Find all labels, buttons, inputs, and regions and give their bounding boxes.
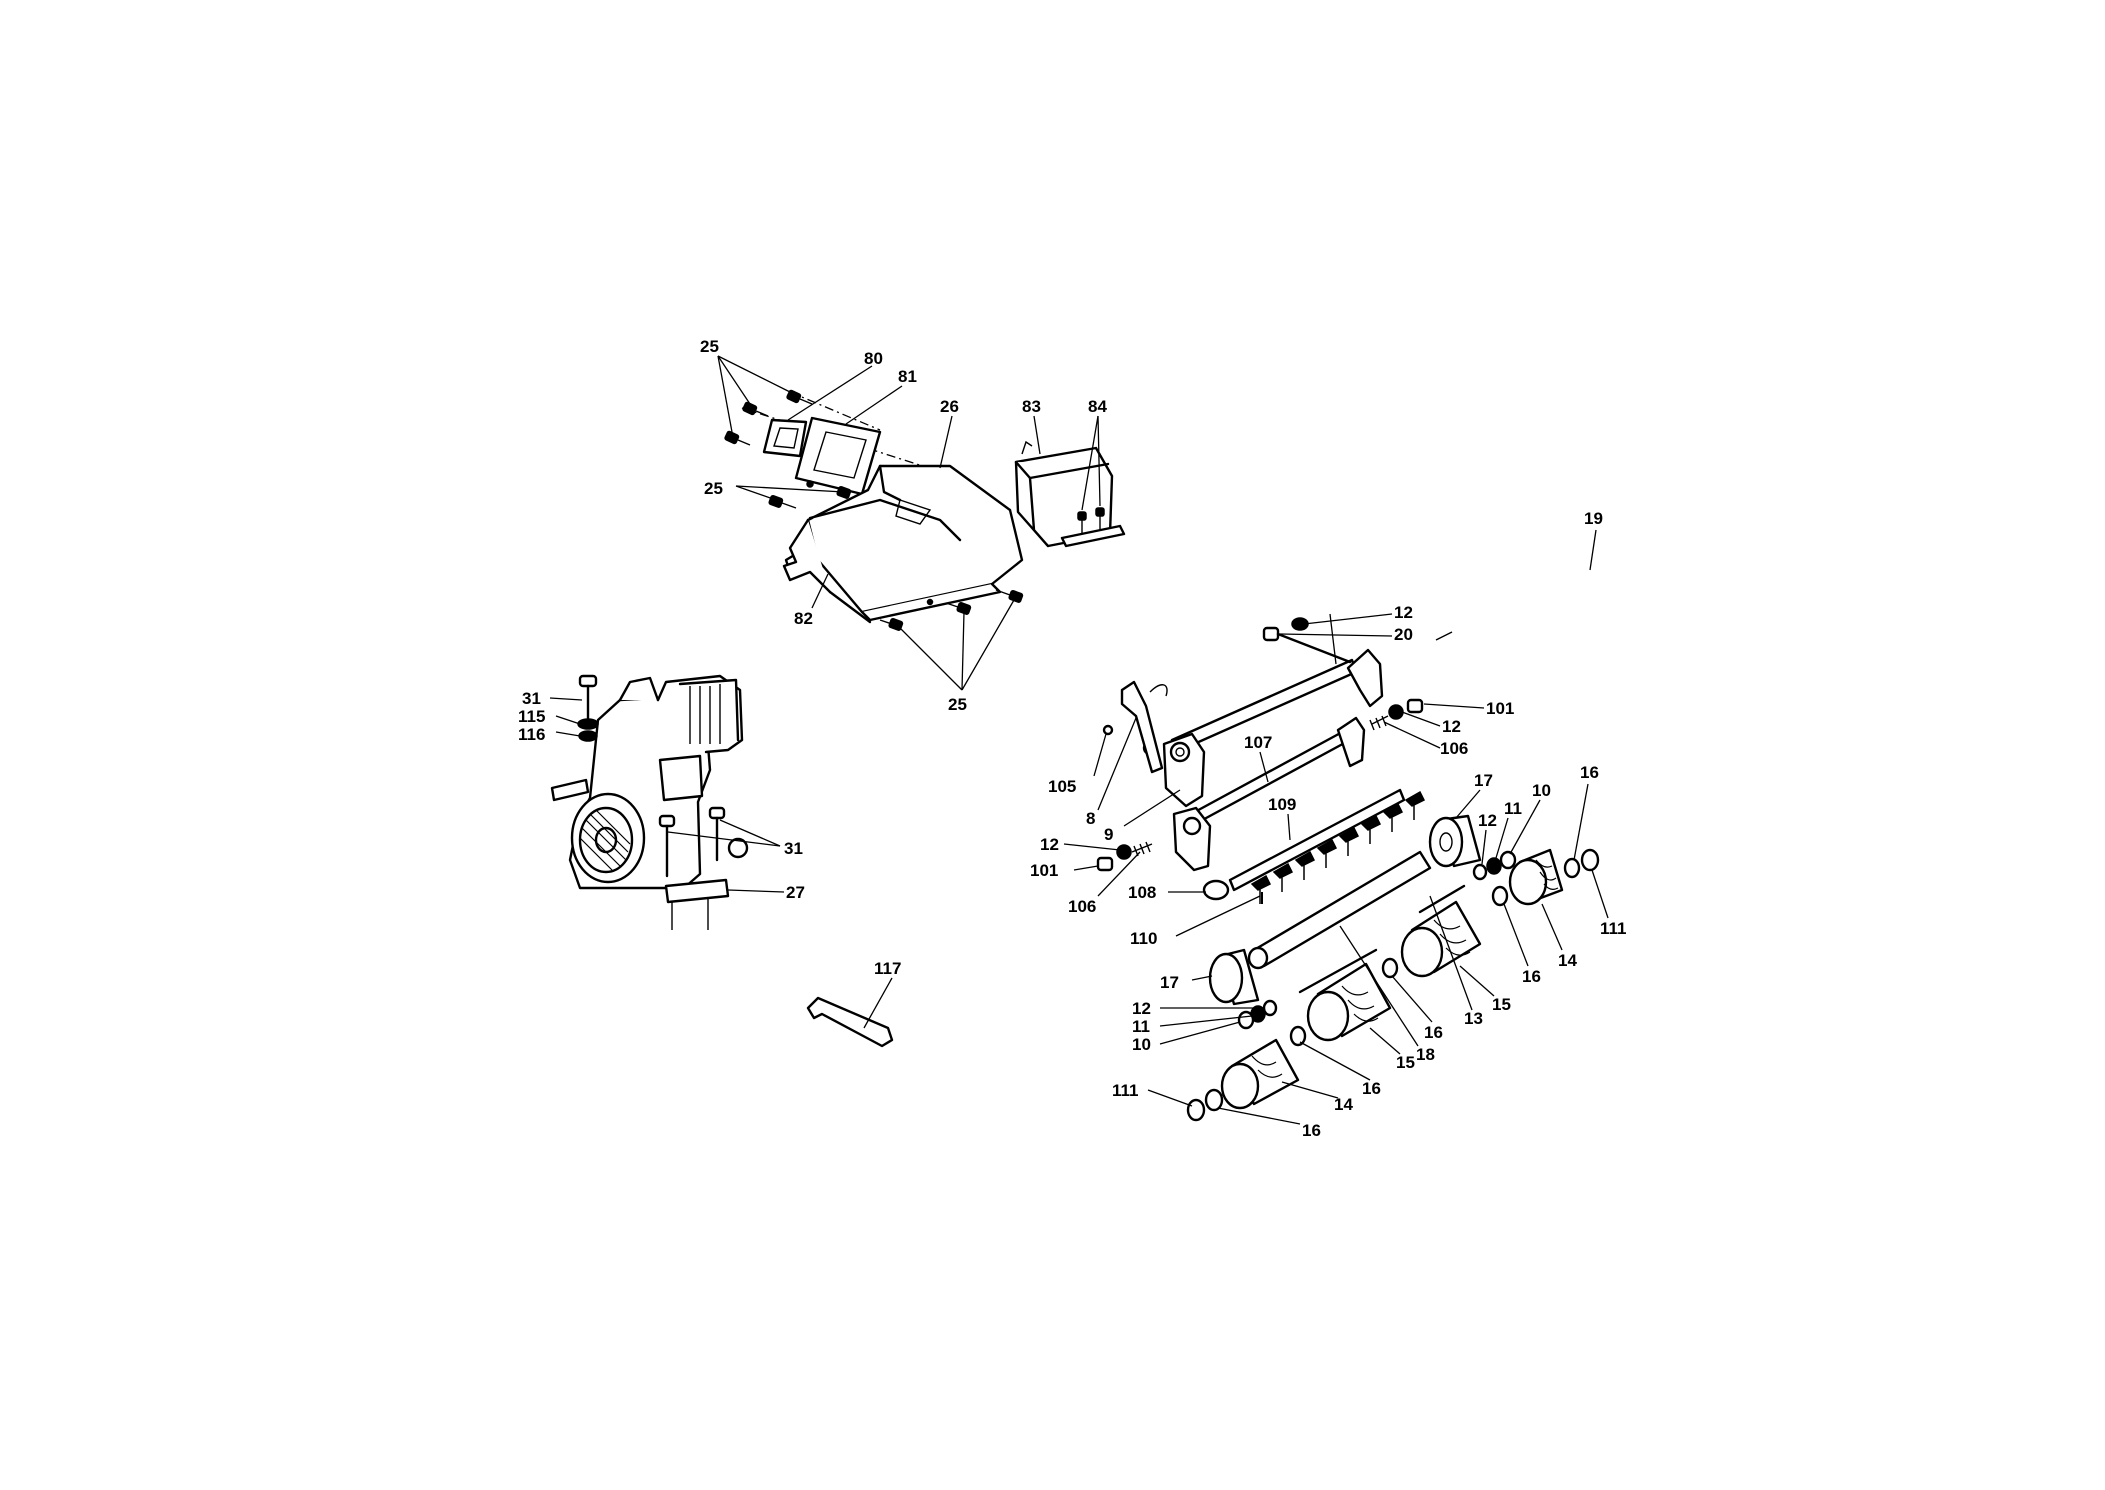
roller-14-right [1508, 848, 1564, 906]
callout-labels: 25 80 81 26 83 84 25 82 25 19 12 20 101 … [518, 337, 1627, 1140]
callout-17-right: 17 [1474, 771, 1493, 790]
callout-16-right-mid: 16 [1522, 967, 1541, 986]
plate-81 [794, 416, 882, 496]
callout-12-top: 12 [1394, 603, 1413, 622]
screw-84 [1077, 507, 1105, 534]
guard-83 [1014, 440, 1126, 548]
callout-82: 82 [794, 609, 813, 628]
tines-110 [1250, 790, 1426, 904]
threaded-rod [1298, 884, 1466, 994]
callout-10-right: 10 [1532, 781, 1551, 800]
callout-115: 115 [518, 707, 545, 726]
handle-19 [1435, 549, 1692, 681]
callout-84: 84 [1088, 397, 1107, 416]
bracket-82 [782, 518, 832, 594]
gasket-80 [762, 418, 808, 458]
callout-27: 27 [786, 883, 805, 902]
callout-18: 18 [1416, 1045, 1435, 1064]
callout-16-mid: 16 [1424, 1023, 1443, 1042]
callout-8: 8 [1086, 809, 1095, 828]
frame-assembly [1096, 617, 1600, 1122]
callout-15-left: 15 [1396, 1053, 1415, 1072]
callout-25-lower: 25 [948, 695, 967, 714]
callout-11-left: 11 [1132, 1017, 1150, 1036]
engine-assembly [550, 674, 749, 930]
callout-12-right: 12 [1442, 717, 1461, 736]
callout-15-right: 15 [1492, 995, 1511, 1014]
roller-15-left [1306, 962, 1392, 1042]
roller-14-left [1220, 1038, 1300, 1110]
callout-109: 109 [1268, 795, 1296, 814]
callout-16-bottom: 16 [1302, 1121, 1321, 1140]
cover-26 [784, 464, 1024, 624]
bolt-101-right [1369, 698, 1424, 731]
callout-83: 83 [1022, 397, 1041, 416]
callout-26: 26 [940, 397, 959, 416]
callout-25-top: 25 [700, 337, 719, 356]
callout-111-right: 111 [1600, 919, 1627, 938]
callout-20: 20 [1394, 625, 1413, 644]
callout-25-middle: 25 [704, 479, 723, 498]
bolt-25-upper [724, 389, 813, 446]
callout-110: 110 [1130, 929, 1157, 948]
callout-11-right: 11 [1504, 799, 1522, 818]
callout-116: 116 [518, 725, 545, 744]
callout-10-left: 10 [1132, 1035, 1151, 1054]
callout-80: 80 [864, 349, 883, 368]
callout-101-right: 101 [1486, 699, 1514, 718]
callout-106-left: 106 [1068, 897, 1096, 916]
bolt-31-right [658, 806, 749, 878]
callout-9: 9 [1104, 825, 1113, 844]
callout-12-left-group: 12 [1132, 999, 1151, 1018]
callout-16-left-mid: 16 [1362, 1079, 1381, 1098]
cover-assembly [724, 389, 1126, 631]
callout-14-left: 14 [1334, 1095, 1353, 1114]
callout-12-left: 12 [1040, 835, 1059, 854]
bolt-31-top [577, 674, 599, 742]
callout-101-left: 101 [1030, 861, 1058, 880]
callout-16-far-right: 16 [1580, 763, 1599, 782]
callout-14-right: 14 [1558, 951, 1577, 970]
hex-key-117 [806, 996, 894, 1048]
callout-13: 13 [1464, 1009, 1483, 1028]
callout-17-left: 17 [1160, 973, 1179, 992]
callout-111-left: 111 [1112, 1081, 1139, 1100]
callout-12-right-group: 12 [1478, 811, 1497, 830]
callout-117: 117 [874, 959, 901, 978]
callout-105: 105 [1048, 777, 1076, 796]
leader-lines [549, 355, 1609, 1125]
callout-19: 19 [1584, 509, 1603, 528]
callout-31-right: 31 [784, 839, 803, 858]
callout-106-right: 106 [1440, 739, 1468, 758]
callout-81: 81 [898, 367, 917, 386]
bolt-101-left [1096, 841, 1153, 872]
bearing-17-left [1208, 948, 1260, 1006]
bearing-17-right [1428, 814, 1482, 868]
callout-107: 107 [1244, 733, 1272, 752]
callout-108: 108 [1128, 883, 1156, 902]
roller-15-right [1400, 900, 1482, 978]
callout-31-top: 31 [522, 689, 541, 708]
